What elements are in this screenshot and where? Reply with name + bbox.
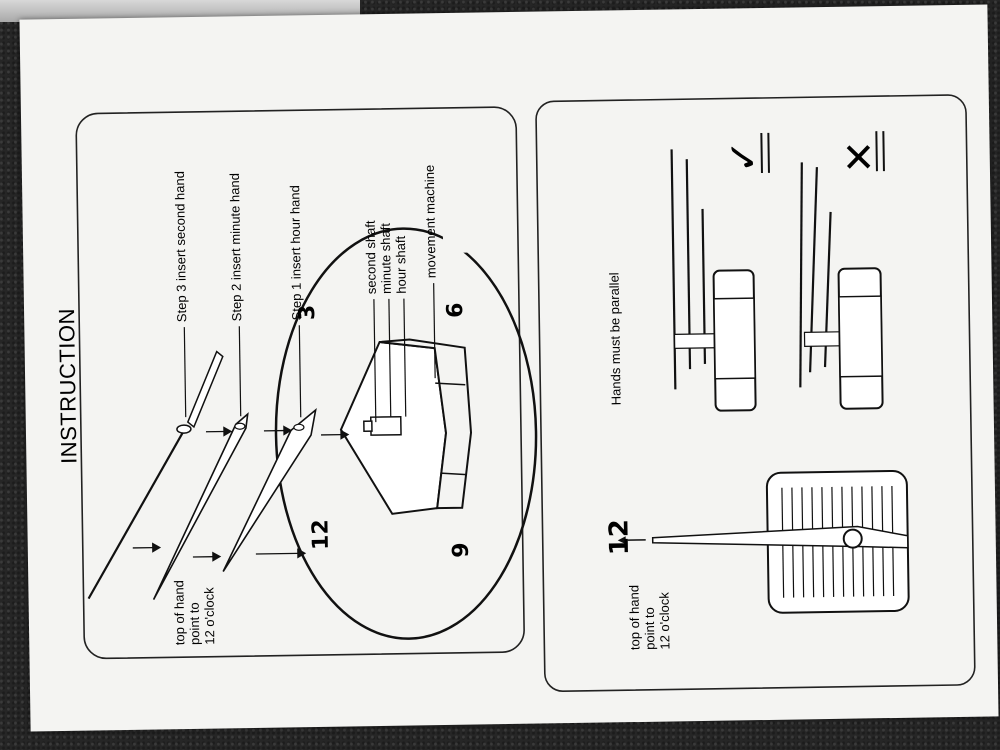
square-movement-top-view xyxy=(617,469,910,614)
left-note-line-3: 12 o'clock xyxy=(201,587,217,645)
minute-hand xyxy=(152,412,249,600)
dial-number-12: 12 xyxy=(308,519,333,550)
label-second-shaft: second shaft xyxy=(363,220,379,294)
second-hand xyxy=(87,350,224,600)
correct-parallel-example: ✓ xyxy=(670,132,770,412)
instruction-drawing: INSTRUCTION 3 6 9 12 second shaft minute… xyxy=(54,94,976,692)
left-note-line-1: top of hand xyxy=(171,580,187,645)
left-note-line-2: point to xyxy=(187,602,203,645)
right-note-line-1: top of hand xyxy=(626,585,642,650)
right-panel-frame xyxy=(535,94,976,692)
movement-machine xyxy=(339,338,473,515)
clock-face xyxy=(274,227,538,640)
step-1-label: Step 1 insert hour hand xyxy=(287,185,304,320)
insert-arrows xyxy=(132,425,350,562)
parallel-note: Hands must be parallel xyxy=(607,272,624,405)
right-note-line-3: 12 o'clock xyxy=(657,592,673,650)
twelve-label: 12 xyxy=(604,519,635,556)
label-minute-shaft: minute shaft xyxy=(378,223,394,294)
step-3-label: Step 3 insert second hand xyxy=(172,171,189,322)
step-2-label: Step 2 insert minute hand xyxy=(227,173,244,321)
dial-number-9: 9 xyxy=(449,542,474,558)
label-hour-shaft: hour shaft xyxy=(393,235,409,293)
dial-number-6: 6 xyxy=(443,302,468,318)
clock-face-gap xyxy=(442,212,474,254)
right-note-line-2: point to xyxy=(642,607,658,650)
sheet-title: INSTRUCTION xyxy=(54,308,81,464)
wrong-nonparallel-example: ✕ xyxy=(799,131,885,410)
correct-check-icon: ✓ xyxy=(721,139,766,173)
dial-number-3: 3 xyxy=(295,305,320,321)
left-panel-frame xyxy=(75,106,525,660)
label-movement-machine: movement machine xyxy=(422,165,439,279)
hour-hand xyxy=(222,408,317,572)
wrong-cross-icon: ✕ xyxy=(841,136,875,181)
instruction-sheet: INSTRUCTION 3 6 9 12 second shaft minute… xyxy=(19,4,999,732)
